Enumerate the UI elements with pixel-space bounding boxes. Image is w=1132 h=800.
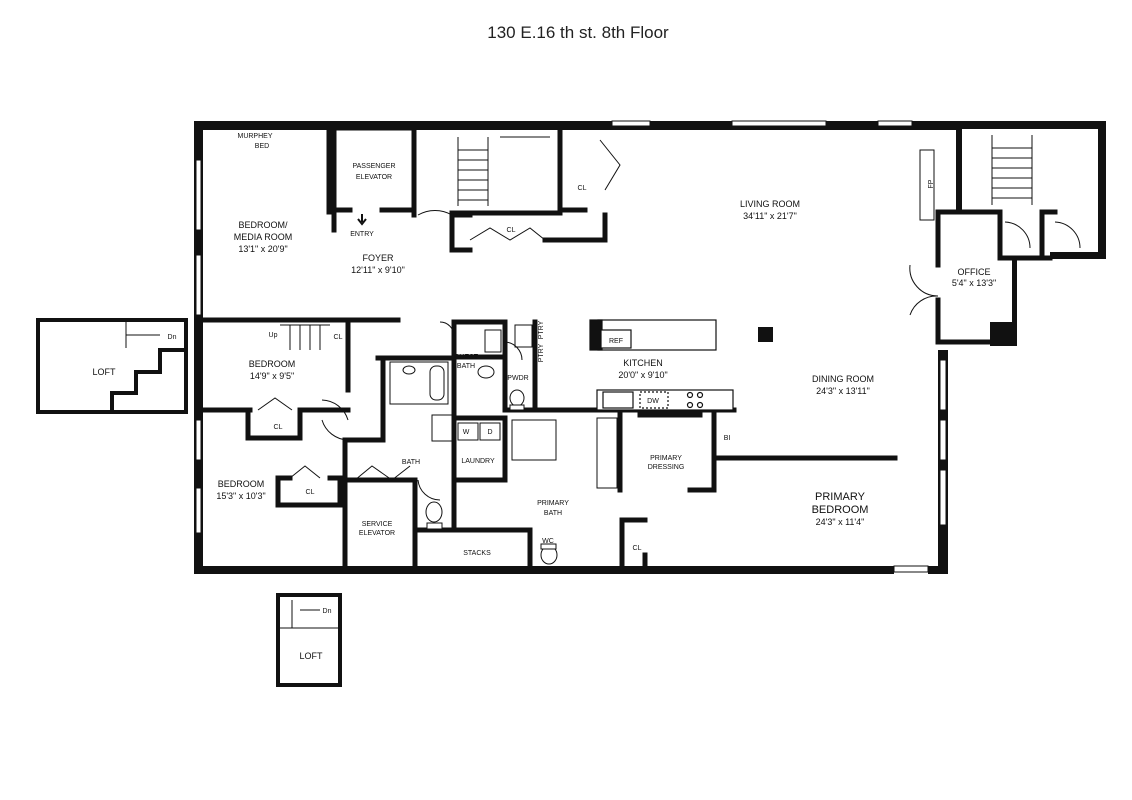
primary-dressing-label-2: DRESSING [648,464,685,471]
loft-left-label: LOFT [92,367,116,377]
foyer-dim: 12'11" x 9'10" [351,265,405,275]
closet-label-2: CL [578,185,587,192]
office-dim: 5'4" x 13'3" [952,278,996,288]
service-elevator-label-1: SERVICE [362,521,393,528]
plan-title: 130 E.16 th st. 8th Floor [487,23,669,42]
laundry-label: LAUNDRY [461,458,495,465]
loft-left-dn-label: Dn [168,334,177,341]
room-labels: MURPHEY BED BEDROOM/ MEDIA ROOM 13'1" x … [216,133,996,557]
kitchen-sink [602,391,634,409]
refrigerator [600,329,632,349]
guest-bath-label-2: BATH [457,363,475,370]
primary-bedroom-dim: 24'3" x 11'4" [816,517,865,527]
kitchen-dim: 20'0" x 9'10" [618,370,667,380]
primary-bath-label-1: PRIMARY [537,500,569,507]
bedroom-media-label-1: BEDROOM/ [238,220,288,230]
double-vanity [596,417,618,489]
bedroom1-dim: 14'9" x 9'5" [250,371,294,381]
entry-arrow-icon [357,214,367,226]
loft-bottom: Dn LOFT [276,593,342,687]
doors [257,139,1081,501]
wc-label: WC [542,538,554,545]
passenger-elevator-label-2: ELEVATOR [356,174,392,181]
primary-bath-label-2: BATH [544,510,562,517]
loft-left: LOFT Dn [36,318,188,414]
up-label: Up [269,332,278,339]
pwdr-label: PWDR [507,375,528,382]
windows [195,120,947,573]
kitchen-label: KITCHEN [623,358,663,368]
dining-room-dim: 24'3" x 13'11" [816,386,870,396]
dishwasher [639,391,669,409]
primary-bedroom-label-1: PRIMARY [815,491,866,503]
living-room-dim: 34'11" x 21'7" [743,211,797,221]
closet-label-4: CL [274,424,283,431]
service-elevator-label-2: ELEVATOR [359,530,395,537]
dw-label: DW [647,398,659,405]
bath-label: BATH [402,459,420,466]
closet-label-1: CL [507,227,516,234]
foyer-label: FOYER [362,253,394,263]
living-room-label: LIVING ROOM [740,199,800,209]
bath-sink [431,414,453,442]
bedroom2-label: BEDROOM [218,479,265,489]
closet-label-3: CL [334,334,343,341]
bedroom2-dim: 15'3" x 10'3" [216,491,265,501]
dryer-label: D [487,429,492,436]
interior-walls [200,125,1058,569]
bath-fixtures [389,324,618,565]
loft-bottom-dn-label: Dn [323,608,332,615]
loft-bottom-label: LOFT [299,651,323,661]
primary-dressing-label-1: PRIMARY [650,455,682,462]
washer-label: W [463,429,470,436]
stacks-label: STACKS [463,550,491,557]
closet-label-6: CL [633,545,642,552]
washer [457,422,479,441]
dryer [479,422,501,441]
dining-room-label: DINING ROOM [812,374,874,384]
guest-bath-label-1: GUEST [454,354,479,361]
stairs [280,135,1033,350]
passenger-elevator-label-1: PASSENGER [352,163,395,170]
bi-label: BI [724,435,731,442]
closet-label-5: CL [306,489,315,496]
toilet-guest [477,365,495,379]
kitchen-fixtures [589,319,734,411]
ref-label: REF [609,338,623,345]
murphey-bed-label-1: MURPHEY [237,133,272,140]
ptry-label-1: PTRY [538,320,545,339]
toilet-bath [425,501,443,523]
entry-label: ENTRY [350,231,374,238]
ptry-label-2: PTRY [538,343,545,362]
bedroom-media-dim: 13'1" x 20'9" [238,244,287,254]
bedroom-media-label-2: MEDIA ROOM [234,232,293,242]
primary-bedroom-label-2: BEDROOM [812,504,869,516]
fireplace-label: FP [928,179,935,188]
bedroom1-label: BEDROOM [249,359,296,369]
toilet-pwdr [509,389,525,407]
office-label: OFFICE [958,267,991,277]
murphey-bed-label-2: BED [255,143,269,150]
